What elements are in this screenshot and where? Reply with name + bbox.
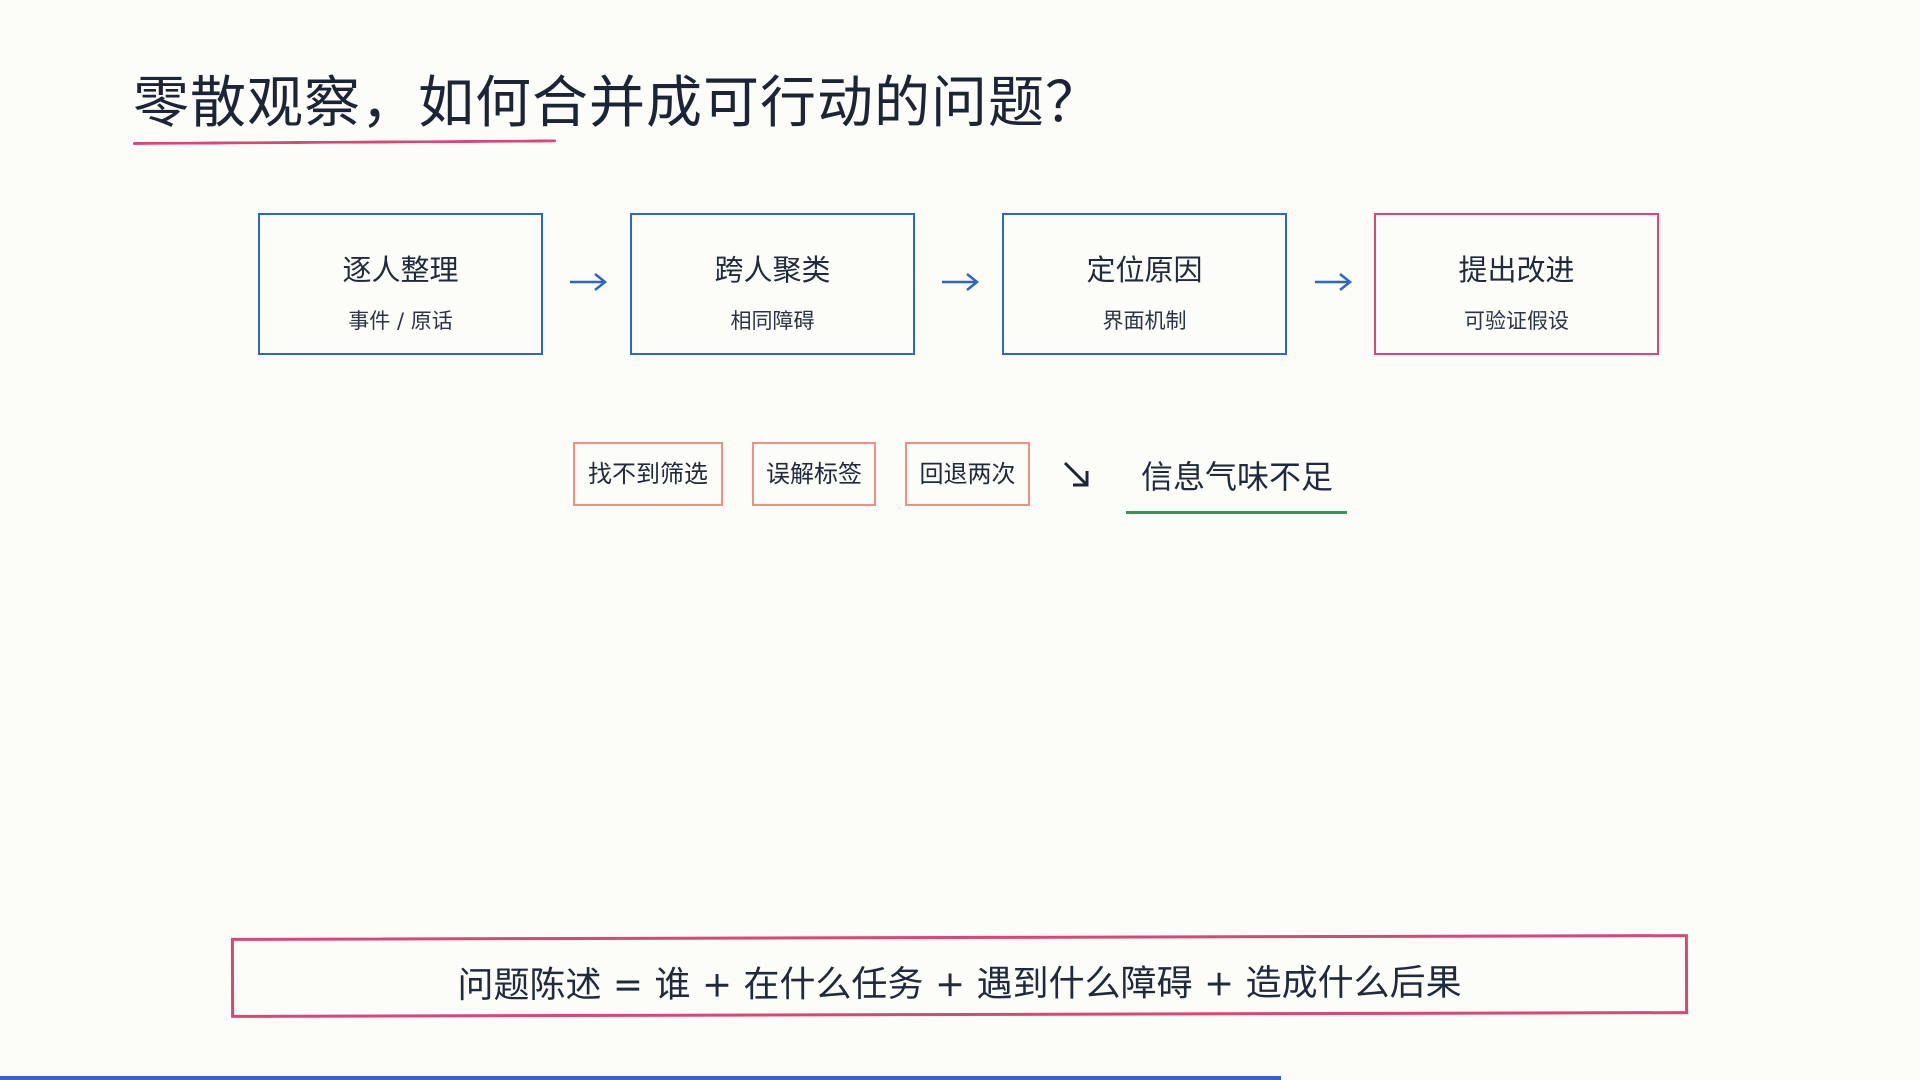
slide-progress-bar [0,1076,1920,1080]
observation-tag: 误解标签 [752,442,876,506]
flow-step-title: 跨人聚类 [714,253,831,287]
flow-step-subtitle: 相同障碍 [730,309,815,333]
observation-tag: 找不到筛选 [573,442,723,506]
formula-box: 问题陈述 = 谁 + 在什么任务 + 遇到什么障碍 + 造成什么后果 [230,934,1689,1018]
page-title: 零散观察，如何合并成可行动的问题？ [133,71,1102,136]
right-arrow-icon [570,273,608,291]
flow-step-2: 跨人聚类 相同障碍 [630,213,915,355]
right-arrow-icon [942,273,980,291]
flow-step-1: 逐人整理 事件 / 原话 [258,213,543,355]
flow-step-4: 提出改进 可验证假设 [1374,213,1659,355]
flow-step-subtitle: 可验证假设 [1464,309,1569,333]
right-arrow-icon [1315,273,1353,291]
title-underline [132,139,557,145]
flow-step-subtitle: 界面机制 [1102,309,1187,333]
down-right-arrow-icon [1063,461,1089,487]
formula-text: 问题陈述 = 谁 + 在什么任务 + 遇到什么障碍 + 造成什么后果 [457,962,1462,1007]
flow-step-subtitle: 事件 / 原话 [348,309,453,333]
conclusion-label: 信息气味不足 [1140,458,1333,496]
conclusion-underline [1126,511,1347,514]
flow-step-3: 定位原因 界面机制 [1002,213,1287,355]
observation-tag: 回退两次 [905,442,1030,506]
flow-step-title: 提出改进 [1458,253,1575,287]
slide-progress-fill [0,1076,1281,1080]
flow-step-title: 逐人整理 [342,253,459,287]
flow-step-title: 定位原因 [1086,253,1203,287]
